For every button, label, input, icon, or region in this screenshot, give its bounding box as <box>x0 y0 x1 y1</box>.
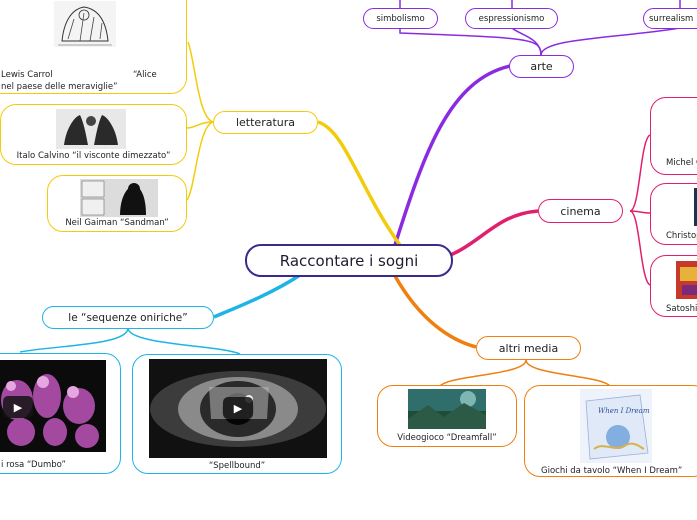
dreamfall-thumbnail <box>408 389 486 429</box>
sandman-illustration <box>80 179 158 217</box>
cinema-card-1-caption: Michel G <box>666 158 697 168</box>
when-i-dream-box-title: When I Dream <box>598 407 650 415</box>
arte-espressionismo-node[interactable]: espressionismo <box>465 8 558 29</box>
arte-label: arte <box>530 60 553 73</box>
cinema-card-3[interactable]: Satoshi <box>650 255 697 317</box>
spellbound-card[interactable]: ▶ “Spellbound” <box>132 354 342 474</box>
arte-simbolismo-node[interactable]: simbolismo <box>363 8 438 29</box>
dumbo-play-icon[interactable]: ▶ <box>3 396 33 418</box>
dumbo-video-thumbnail <box>0 360 106 452</box>
cinema-card-3-caption: Satoshi <box>666 304 697 314</box>
dreamfall-caption: Videogioco “Dreamfall” <box>397 433 497 443</box>
when-i-dream-card[interactable]: When I Dream Giochi da tavolo “When I Dr… <box>524 385 697 477</box>
simbolismo-label: simbolismo <box>376 13 425 24</box>
spellbound-caption: “Spellbound” <box>208 461 266 471</box>
alice-caption-line2: nel paese delle meraviglie” <box>1 82 118 92</box>
altri-media-node[interactable]: altri media <box>476 336 581 360</box>
cinema-label: cinema <box>560 204 601 218</box>
alice-illustration <box>54 1 116 47</box>
letteratura-node[interactable]: letteratura <box>213 111 318 134</box>
arte-node[interactable]: arte <box>509 55 574 78</box>
calvino-illustration <box>56 109 126 149</box>
espressionismo-label: espressionismo <box>478 13 545 24</box>
calvino-caption: Italo Calvino “il visconte dimezzato” <box>16 151 171 161</box>
sandman-caption: Neil Gaiman “Sandman” <box>65 218 169 228</box>
alice-caption-line1b: “Alice <box>133 70 157 80</box>
sandman-card[interactable]: Neil Gaiman “Sandman” <box>47 175 187 232</box>
cinema-node[interactable]: cinema <box>538 199 623 223</box>
dumbo-card[interactable]: ▶ i rosa “Dumbo” <box>0 353 121 474</box>
cinema-card-2-caption: Christop <box>666 231 697 241</box>
sequenze-label: le “sequenze oniriche” <box>68 311 188 324</box>
cinema-card-2[interactable]: Christop <box>650 183 697 245</box>
alice-card[interactable]: Lewis Carrol “Alice nel paese delle mera… <box>0 0 187 94</box>
letteratura-label: letteratura <box>235 116 296 129</box>
sequenze-node[interactable]: le “sequenze oniriche” <box>42 306 214 329</box>
alice-caption-line1: Lewis Carrol <box>1 70 53 80</box>
when-i-dream-box-art: When I Dream <box>580 389 652 463</box>
central-topic[interactable]: Raccontare i sogni <box>245 244 453 277</box>
surrealism-label: surrealism <box>649 13 694 24</box>
dreamfall-card[interactable]: Videogioco “Dreamfall” <box>377 385 517 447</box>
arte-surrealism-node[interactable]: surrealism <box>643 8 697 29</box>
cinema-card-3-thumbnail <box>676 261 697 299</box>
cinema-card-1[interactable]: Michel G <box>650 97 697 175</box>
central-topic-label: Raccontare i sogni <box>279 251 419 270</box>
when-i-dream-caption: Giochi da tavolo “When I Dream” <box>541 466 683 476</box>
altri-media-label: altri media <box>498 341 559 355</box>
cinema-card-2-thumbnail <box>694 188 697 226</box>
spellbound-play-icon[interactable]: ▶ <box>223 397 253 419</box>
dumbo-caption: i rosa “Dumbo” <box>1 460 66 470</box>
calvino-card[interactable]: Italo Calvino “il visconte dimezzato” <box>0 104 187 165</box>
